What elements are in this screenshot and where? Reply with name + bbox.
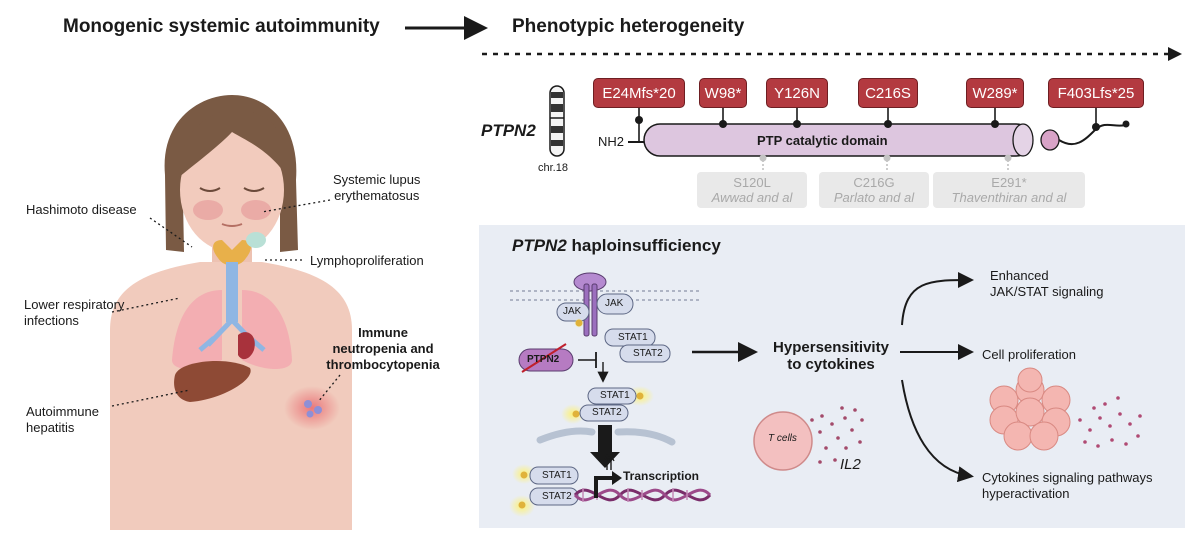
gene-name: PTPN2 [481, 121, 536, 140]
stat1-label: STAT1 [600, 390, 630, 401]
mutation-badge: W289* [966, 78, 1024, 108]
ptpn2-protein-label: PTPN2 [527, 354, 560, 365]
leader-lines [111, 199, 341, 407]
chromosome-label: chr.18 [538, 162, 568, 174]
transcription-label: Transcription [623, 469, 700, 483]
left-title: Monogenic systemic autoimmunity [63, 16, 380, 37]
il2-label: IL2 [840, 456, 861, 473]
t-cells-label: T cells [768, 433, 797, 444]
t-cell [753, 411, 813, 471]
domain-label: PTP catalytic domain [757, 133, 888, 148]
stat2-label: STAT2 [633, 348, 663, 359]
mutation-badge: F403Lfs*25 [1048, 78, 1144, 108]
label-lymphoproliferation: Lymphoproliferation [310, 253, 424, 268]
stat1-label: STAT1 [618, 332, 648, 343]
jak-label: JAK [605, 298, 624, 309]
mutation-badge: W98* [699, 78, 747, 108]
mutation-badge: E24Mfs*20 [593, 78, 685, 108]
label-hashimoto: Hashimoto disease [26, 202, 137, 217]
stat1-label: STAT1 [542, 470, 572, 481]
chromosome-icon [549, 85, 565, 157]
outcome-proliferation: Cell proliferation [982, 347, 1076, 362]
cell-cluster [989, 367, 1071, 451]
stat2-label: STAT2 [592, 407, 622, 418]
panel-title: PTPN2 haploinsufficiency [512, 236, 721, 255]
mutation-badge: Y126N [766, 78, 828, 108]
jak-label: JAK [563, 306, 582, 317]
mutation-badge: C216S [858, 78, 918, 108]
stat2-label: STAT2 [542, 491, 572, 502]
right-title: Phenotypic heterogeneity [512, 16, 745, 37]
reported-variant: E291*Thaventhiran and al [933, 172, 1085, 208]
nh2-label: NH2 [598, 134, 625, 149]
human-figure [110, 95, 352, 530]
